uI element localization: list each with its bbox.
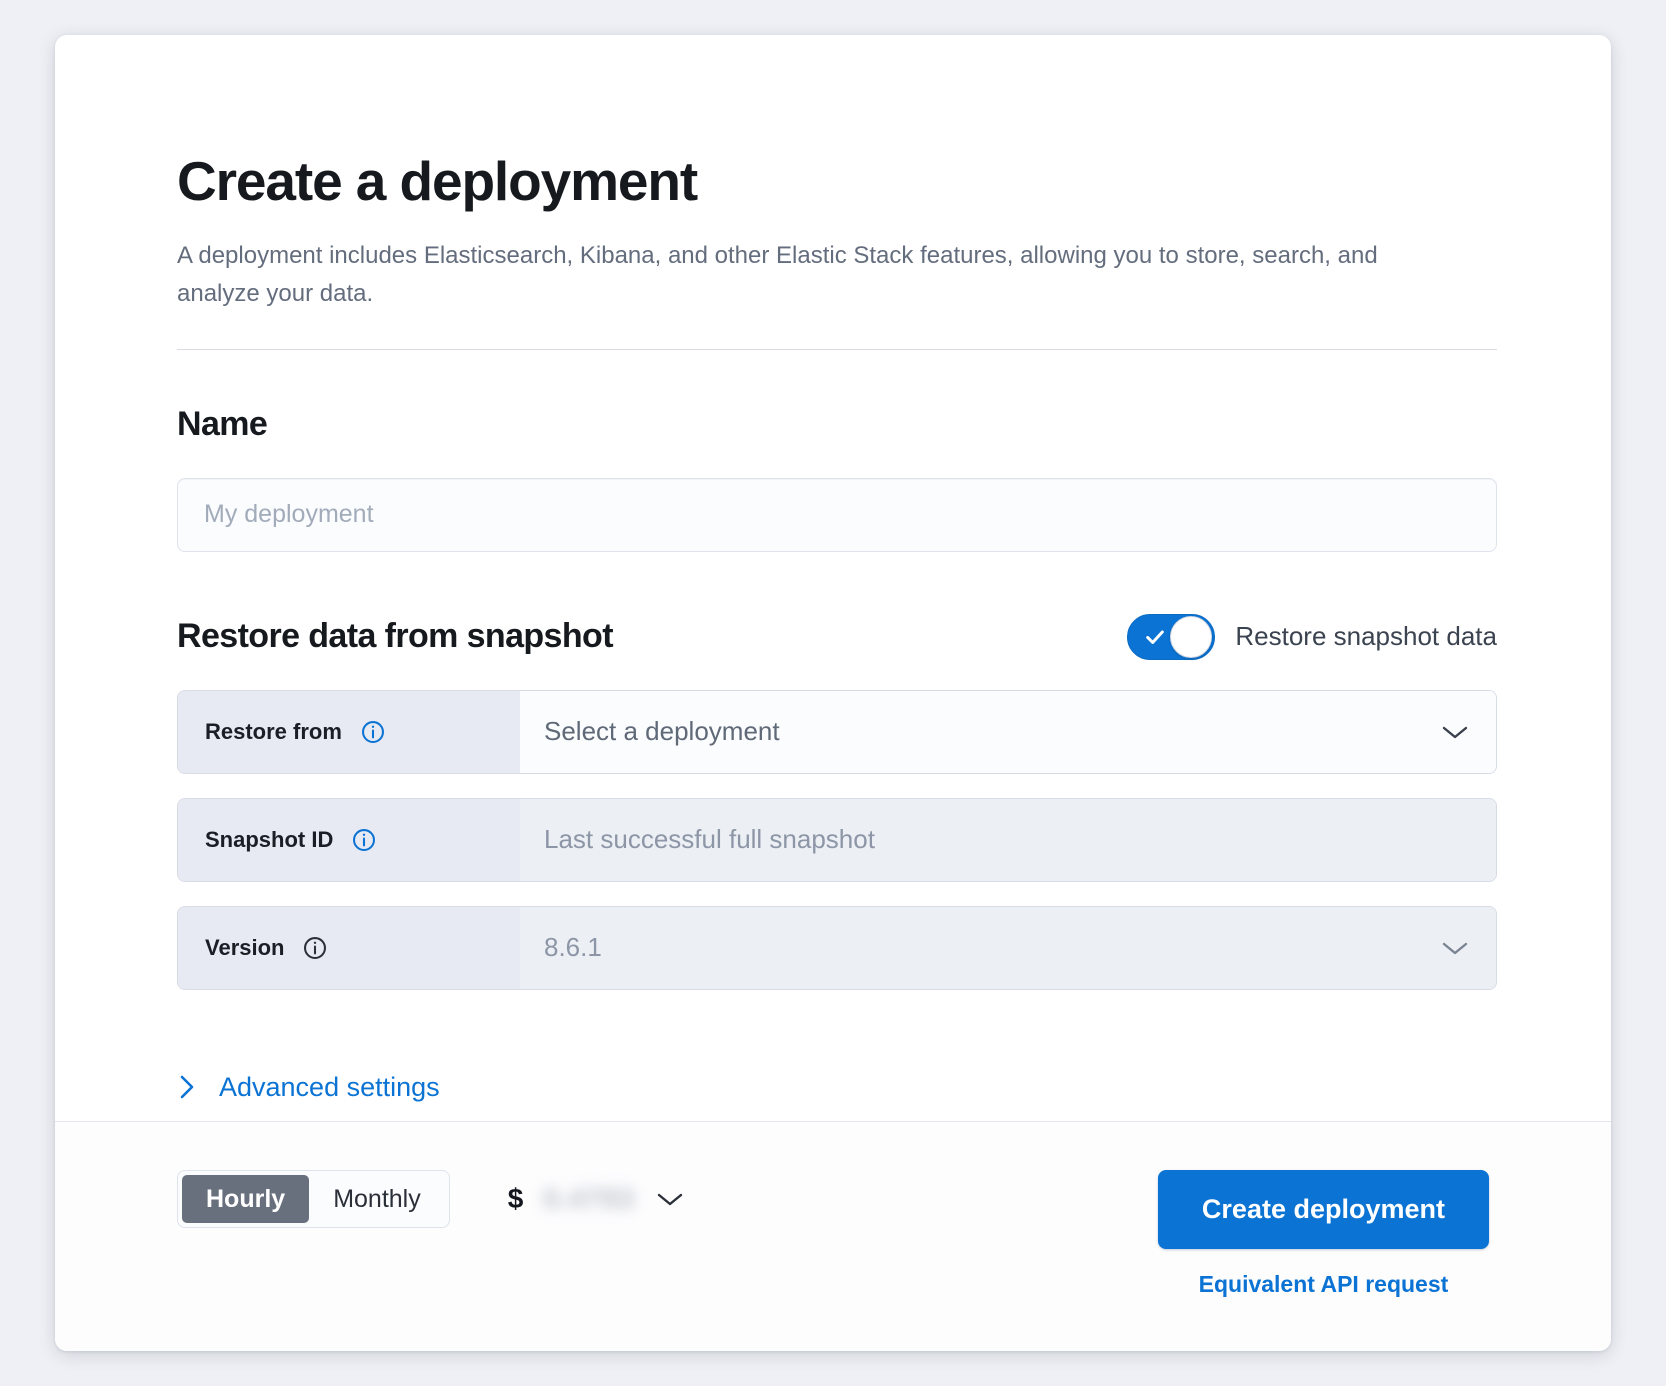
restore-fields: Restore from Select a deployment [177,689,1497,990]
version-select[interactable]: 8.6.1 [520,906,1496,989]
restore-section-header: Restore data from snapshot Restore snaps… [177,613,1497,660]
card-footer: Hourly Monthly $ 0.4793 Create deploymen… [55,1121,1611,1351]
version-value: 8.6.1 [544,932,602,963]
snapshot-id-label: Snapshot ID [205,826,334,852]
version-row[interactable]: Version 8.6.1 [177,905,1497,990]
snapshot-id-label-cell: Snapshot ID [178,798,520,881]
version-label: Version [205,934,285,960]
footer-right-group: Create deployment Equivalent API request [1157,1170,1489,1298]
chevron-down-icon [1442,942,1468,954]
header-divider [177,348,1497,350]
restore-from-row[interactable]: Restore from Select a deployment [177,689,1497,774]
chevron-down-icon [1442,726,1468,738]
advanced-settings-link[interactable]: Advanced settings [177,1072,440,1103]
deployment-name-input[interactable]: My deployment [177,477,1497,552]
info-circle-icon[interactable] [360,719,386,745]
restore-from-label: Restore from [205,718,342,744]
info-circle-icon[interactable] [302,935,328,961]
restore-toggle-label: Restore snapshot data [1235,621,1497,652]
equivalent-api-request-link[interactable]: Equivalent API request [1198,1271,1449,1297]
snapshot-id-row[interactable]: Snapshot ID Last successful full snapsh [177,797,1497,882]
billing-option-hourly[interactable]: Hourly [182,1175,310,1223]
name-section: Name My deployment [177,405,1497,552]
check-icon [1146,630,1165,644]
content-column: Create a deployment A deployment include… [177,150,1497,1106]
restore-toggle-group[interactable]: Restore snapshot data [1127,613,1497,660]
create-deployment-card: Create a deployment A deployment include… [55,35,1611,1351]
price-currency: $ [507,1183,524,1214]
restore-snapshot-toggle[interactable] [1127,613,1216,660]
price-amount: 0.4793 [543,1183,635,1214]
deployment-name-placeholder: My deployment [204,500,374,529]
billing-option-monthly[interactable]: Monthly [333,1184,421,1213]
restore-from-value: Select a deployment [544,716,780,747]
version-label-cell: Version [178,906,520,989]
page-subtitle: A deployment includes Elasticsearch, Kib… [177,241,1378,307]
billing-period-toggle[interactable]: Hourly Monthly [177,1170,450,1228]
chevron-down-icon[interactable] [655,1190,685,1208]
card-body: Create a deployment A deployment include… [55,35,1611,1121]
info-circle-icon[interactable] [351,827,377,853]
create-deployment-button[interactable]: Create deployment [1157,1170,1489,1249]
name-heading: Name [177,404,268,443]
restore-from-label-cell: Restore from [178,690,520,773]
chevron-right-icon [180,1075,194,1099]
page-title: Create a deployment [177,150,698,212]
toggle-knob [1170,615,1213,658]
restore-from-select[interactable]: Select a deployment [520,690,1496,773]
advanced-settings-label: Advanced settings [219,1071,440,1102]
snapshot-id-field: Last successful full snapshot [520,798,1496,881]
restore-heading: Restore data from snapshot [177,617,614,656]
snapshot-id-value: Last successful full snapshot [544,824,875,855]
footer-left-group: Hourly Monthly $ 0.4793 [177,1170,685,1228]
price-display[interactable]: $ 0.4793 [508,1183,685,1215]
